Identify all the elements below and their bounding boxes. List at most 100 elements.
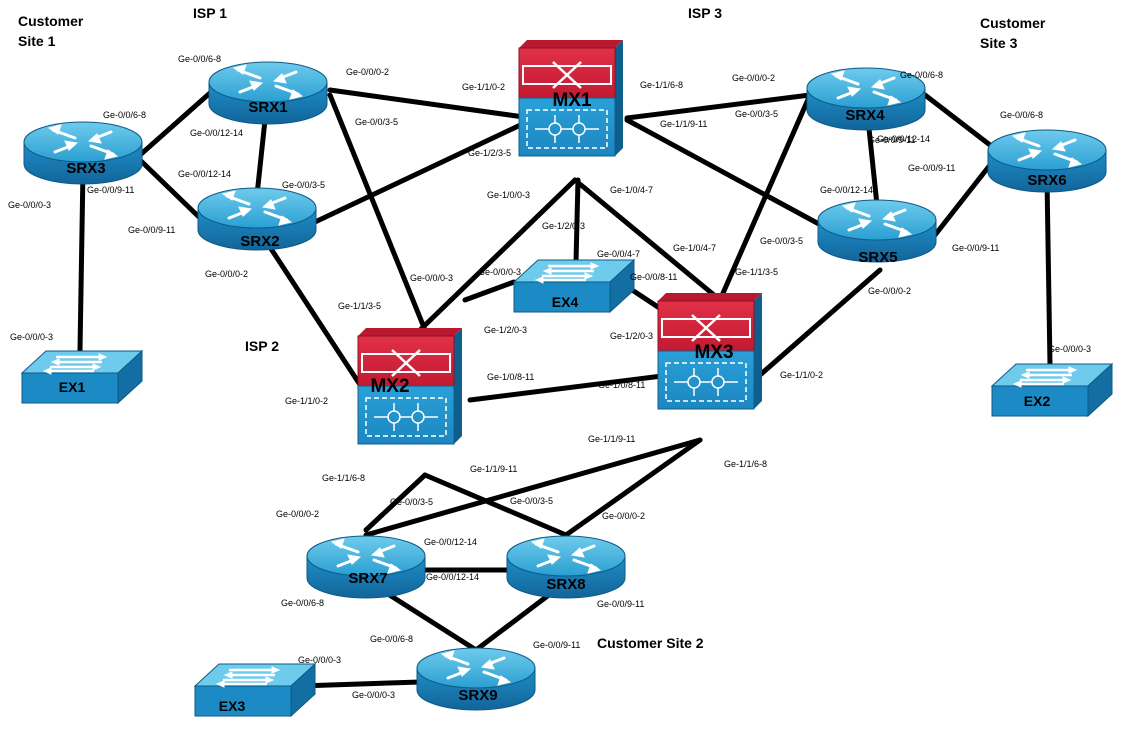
device-label-srx4: SRX4 <box>845 107 885 124</box>
device-label-ex1: EX1 <box>59 379 86 395</box>
port-label: Ge-0/0/12-14 <box>426 572 479 582</box>
device-label-srx7: SRX7 <box>348 570 387 587</box>
site-label-line: ISP 1 <box>193 5 227 21</box>
device-srx3[interactable]: SRX3 <box>22 120 144 186</box>
port-label: Ge-0/0/0-3 <box>298 655 341 665</box>
link-mx1-srx5 <box>624 117 833 233</box>
device-srx6[interactable]: SRX6 <box>986 128 1108 194</box>
device-label-srx2: SRX2 <box>240 233 279 250</box>
port-label: Ge-0/0/6-8 <box>178 54 221 64</box>
port-label: Ge-1/1/9-11 <box>470 464 517 474</box>
link-mx1-mx2 <box>417 177 578 333</box>
link-srx4-srx6 <box>922 92 993 148</box>
port-label: Ge-0/0/0-3 <box>410 273 453 283</box>
port-labels-layer: Ge-0/0/6-8Ge-0/0/0-2Ge-0/0/6-8Ge-0/0/12-… <box>8 54 1091 700</box>
port-label: Ge-0/0/0-2 <box>346 67 389 77</box>
device-label-srx8: SRX8 <box>546 576 585 593</box>
link-ex4-mx3 <box>467 372 673 403</box>
device-label-ex4: EX4 <box>552 294 579 310</box>
link-mx2-srx7 <box>422 472 569 538</box>
link-srx5-srx6 <box>932 162 993 238</box>
port-label: Ge-1/1/6-8 <box>640 80 683 90</box>
port-label: Ge-0/0/0-3 <box>8 200 51 210</box>
port-label: Ge-0/0/9-11 <box>952 243 999 253</box>
port-label: Ge-0/0/3-5 <box>735 109 778 119</box>
port-label: Ge-1/1/9-11 <box>660 119 707 129</box>
port-label: Ge-1/1/3-5 <box>338 301 381 311</box>
port-label: Ge-0/0/12-14 <box>190 128 243 138</box>
site-label-line: Customer <box>18 13 84 29</box>
device-label-srx5: SRX5 <box>858 249 897 266</box>
link-srx1-mx2 <box>327 92 428 333</box>
port-label: Ge-0/0/0-2 <box>732 73 775 83</box>
device-ex2[interactable]: EX2 <box>990 362 1114 418</box>
links-layer <box>77 87 1053 689</box>
device-ex1[interactable]: EX1 <box>20 349 144 405</box>
port-label: Ge-1/1/9-11 <box>588 434 635 444</box>
port-label: Ge-0/0/9-11 <box>128 225 175 235</box>
device-srx8[interactable]: SRX8 <box>505 534 627 600</box>
port-label: Ge-0/0/0-2 <box>276 509 319 519</box>
port-label: Ge-0/0/3-5 <box>760 236 803 246</box>
link-srx1-srx3 <box>137 90 213 158</box>
port-label: Ge-0/0/0-3 <box>352 690 395 700</box>
device-label-mx1: MX1 <box>552 90 592 111</box>
device-mx3[interactable]: MX3 <box>656 291 764 411</box>
device-srx9[interactable]: SRX9 <box>415 646 537 712</box>
link-srx4-mx3 <box>717 92 813 303</box>
port-label: Ge-0/0/0-3 <box>1048 344 1091 354</box>
device-ex4[interactable]: EX4 <box>512 258 636 314</box>
port-label: Ge-1/1/0-2 <box>780 370 823 380</box>
switch-icon <box>193 662 317 718</box>
port-label: Ge-0/0/12-14 <box>820 185 873 195</box>
link-srx5-mx3 <box>1044 177 1053 368</box>
port-label: Ge-0/0/9-11 <box>87 185 134 195</box>
site-label-customer-site-2: Customer Site 2 <box>597 635 704 651</box>
port-label: Ge-0/0/12-14 <box>178 169 231 179</box>
device-mx2[interactable]: MX2 <box>356 326 464 446</box>
device-mx1[interactable]: MX1 <box>517 38 625 158</box>
port-label: Ge-0/0/8-11 <box>630 272 677 282</box>
site-label-isp-2: ISP 2 <box>245 338 279 354</box>
port-label: Ge-1/1/0-2 <box>285 396 328 406</box>
link-mx2-srx8 <box>363 437 703 538</box>
port-label: Ge-0/0/0-2 <box>205 269 248 279</box>
port-label: Ge-0/0/6-8 <box>900 70 943 80</box>
port-label: Ge-0/0/4-7 <box>597 249 640 259</box>
device-srx4[interactable]: SRX4 <box>805 66 927 132</box>
link-srx8-srx9 <box>297 679 423 689</box>
site-label-line: Site 1 <box>18 33 56 49</box>
switch-icon <box>990 362 1114 418</box>
link-srx3-ex1 <box>77 167 86 353</box>
port-label: Ge-1/2/0-3 <box>484 325 527 335</box>
link-srx2-srx3 <box>137 157 203 221</box>
port-label: Ge-1/0/4-7 <box>673 243 716 253</box>
switch-icon <box>20 349 144 405</box>
port-label: Ge-1/0/8-11 <box>598 380 645 390</box>
device-srx5[interactable]: SRX5 <box>816 198 938 266</box>
port-label: Ge-1/2/0-3 <box>610 331 653 341</box>
port-label: Ge-0/0/12-14 <box>424 537 477 547</box>
link-mx1-mx3 <box>572 177 723 303</box>
device-srx2[interactable]: SRX2 <box>196 186 318 252</box>
device-label-srx9: SRX9 <box>458 687 497 704</box>
link-srx6-ex2 <box>462 279 517 303</box>
port-label: Ge-1/1/6-8 <box>322 473 365 483</box>
link-mx1-ex4 <box>573 177 581 265</box>
link-srx1-mx1 <box>327 87 534 121</box>
port-label: Ge-1/0/8-11 <box>487 372 534 382</box>
port-label: Ge-1/1/6-8 <box>724 459 767 469</box>
device-srx1[interactable]: SRX1 <box>207 60 329 126</box>
site-label-line: ISP 2 <box>245 338 279 354</box>
port-label: Ge-1/2/3-5 <box>468 148 511 158</box>
device-srx7[interactable]: SRX7 <box>305 534 427 600</box>
device-ex3[interactable]: EX3 <box>193 662 317 718</box>
site-label-line: Customer <box>980 15 1046 31</box>
device-label-ex2: EX2 <box>1024 393 1051 409</box>
